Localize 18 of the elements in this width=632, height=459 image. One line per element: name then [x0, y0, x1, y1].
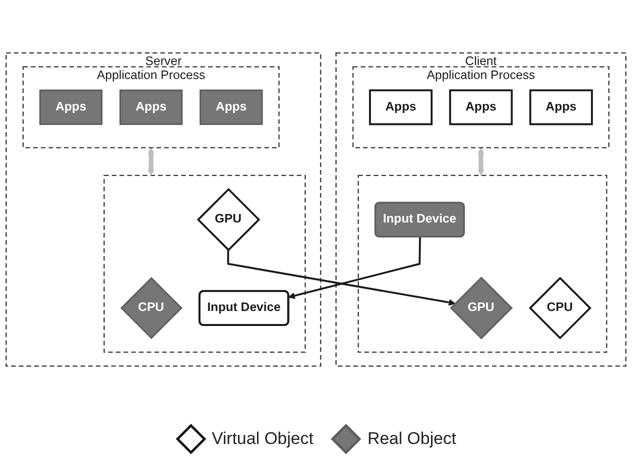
arrow — [478, 148, 484, 176]
arrow — [227, 250, 456, 306]
node-box: Apps — [39, 90, 102, 125]
node-box: Apps — [529, 89, 593, 126]
legend-label: Virtual Object — [212, 429, 314, 449]
node-box: Apps — [449, 89, 513, 126]
node-diamond: CPU — [528, 276, 592, 340]
node-box: Apps — [200, 90, 263, 125]
cluster — [358, 174, 608, 353]
node-diamond: GPU — [196, 188, 260, 252]
legend-label: Real Object — [367, 429, 456, 449]
node-box: Apps — [369, 89, 433, 126]
node-box: Apps — [119, 90, 183, 125]
arrow — [148, 148, 154, 176]
node-diamond: GPU — [450, 276, 513, 340]
arrow — [288, 236, 421, 300]
node-diamond: CPU — [120, 276, 182, 340]
cluster — [104, 174, 306, 353]
